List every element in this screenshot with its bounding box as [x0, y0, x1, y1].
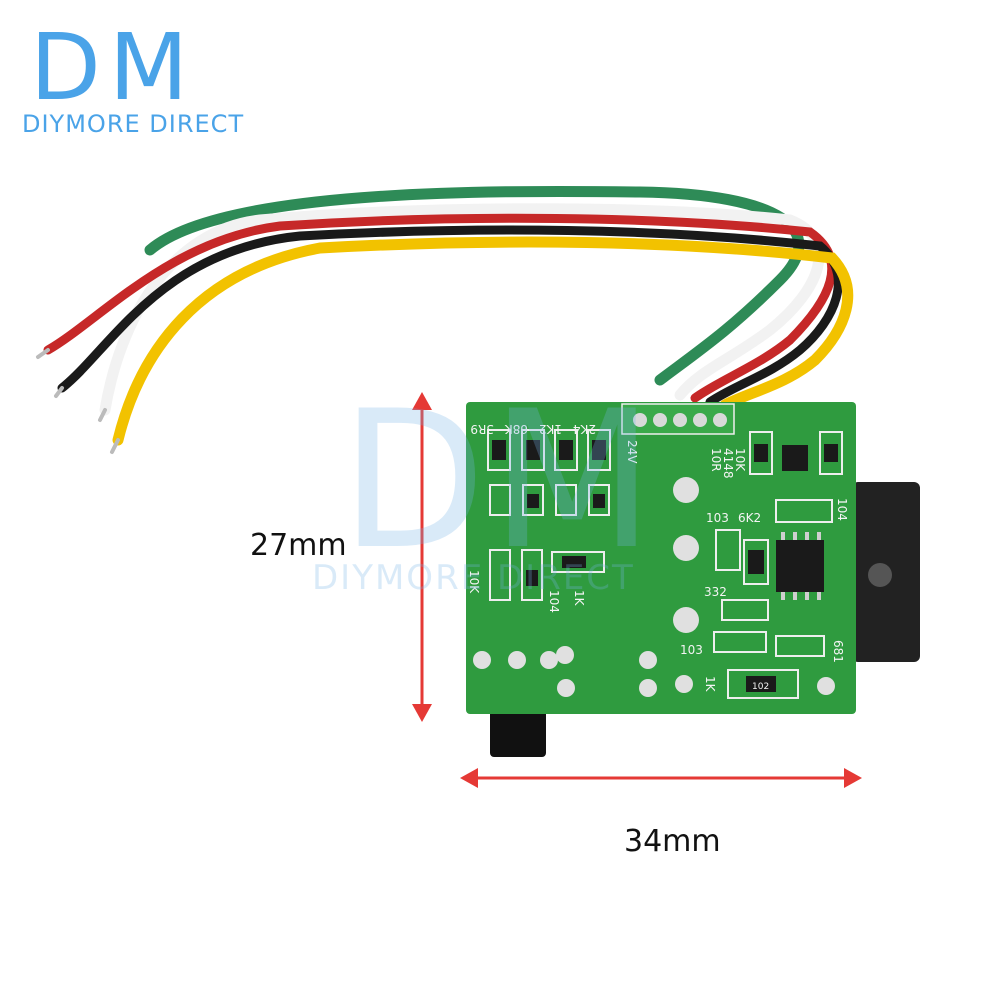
solder-pad: [673, 535, 699, 561]
solder-pad: [675, 675, 693, 693]
watermark-mark: DM: [340, 370, 659, 591]
pcb-label: 104: [835, 498, 849, 521]
solder-pad: [540, 651, 558, 669]
pcb-label: 10R: [709, 448, 723, 472]
mounting-hole: [868, 563, 892, 587]
pcb-label: 6K2: [738, 511, 761, 525]
solder-pad: [673, 477, 699, 503]
wire-black: [57, 225, 843, 407]
dc-jack: [490, 705, 546, 757]
solder-pad: [639, 651, 657, 669]
pcb-label: 3R9: [470, 422, 494, 436]
pcb-label: 1K: [572, 590, 586, 607]
solder-pad: [508, 651, 526, 669]
wire-tip: [54, 386, 64, 398]
capacitor-row: [489, 484, 610, 516]
wire-yellow: [112, 236, 854, 446]
wire-tip: [36, 348, 50, 359]
width-arrow: [460, 768, 862, 788]
height-arrow: [412, 392, 432, 722]
pcb-label: 681: [831, 640, 845, 663]
solder-pad: [639, 679, 657, 697]
height-dimension-label: 27mm: [250, 528, 347, 563]
solder-pad: [673, 607, 699, 633]
solder-pad: [556, 646, 574, 664]
pcb-label: 1K2: [539, 422, 562, 436]
header-pads: [621, 403, 735, 435]
wire-tip: [98, 408, 107, 422]
pcb-label: 4148: [721, 448, 735, 479]
brand-logo-text: DIYMORE DIRECT: [22, 110, 245, 138]
pcb-label: 103: [680, 643, 703, 657]
solder-pad: [817, 677, 835, 695]
brand-logo-mark: DM: [30, 14, 197, 121]
pcb-label: 68K: [504, 422, 528, 436]
pcb-label: 104: [547, 590, 561, 613]
resistor-row-top: [487, 429, 611, 471]
pcb-board: [466, 402, 856, 714]
solder-pad: [557, 679, 575, 697]
wire-bundle: [36, 185, 854, 454]
ic-chip: [776, 540, 824, 592]
pcb-label: 10K: [733, 448, 747, 472]
smd-transistor: [782, 445, 808, 471]
pcb-label: 1K: [703, 676, 717, 693]
pcb-label: 10K: [467, 570, 481, 594]
width-dimension-label: 34mm: [624, 824, 721, 859]
pcb-label: 2K4: [573, 422, 596, 436]
solder-pad: [473, 651, 491, 669]
wire-tip: [110, 438, 120, 454]
wire-green: [144, 185, 805, 386]
pcb-label: 332: [704, 585, 727, 599]
wire-red: [43, 213, 837, 403]
pcb-label: 103: [706, 511, 729, 525]
pcb-label: 24V: [625, 440, 639, 464]
watermark-text: DIYMORE DIRECT: [312, 558, 635, 598]
pcb-label: 102: [752, 682, 769, 692]
